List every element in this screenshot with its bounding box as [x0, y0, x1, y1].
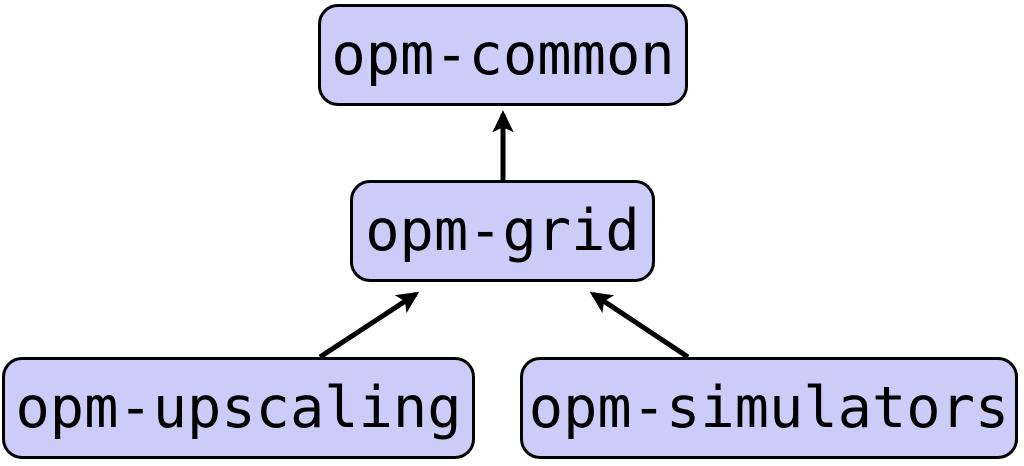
node-opm-simulators-label: opm-simulators: [528, 374, 1010, 441]
node-opm-upscaling[interactable]: opm-upscaling: [2, 357, 475, 459]
node-opm-upscaling-label: opm-upscaling: [15, 374, 462, 441]
edge-simulators-to-grid: [589, 291, 690, 360]
edge-upscaling-to-grid: [318, 291, 420, 360]
node-opm-common[interactable]: opm-common: [318, 4, 688, 106]
node-opm-common-label: opm-common: [331, 21, 675, 88]
node-opm-grid[interactable]: opm-grid: [350, 180, 655, 282]
node-opm-simulators[interactable]: opm-simulators: [520, 357, 1018, 459]
node-opm-grid-label: opm-grid: [365, 197, 640, 264]
